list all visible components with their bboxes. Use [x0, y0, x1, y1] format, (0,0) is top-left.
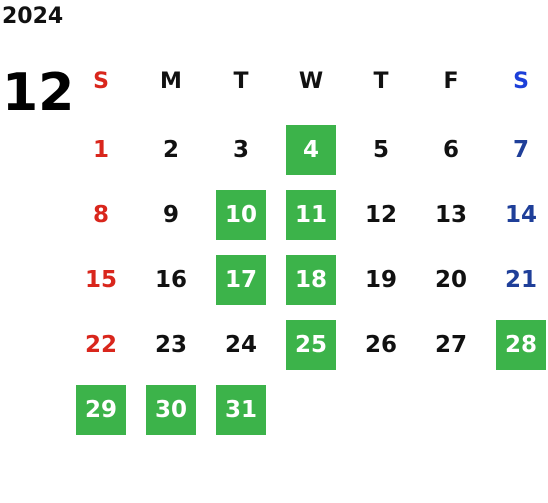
calendar-day-28[interactable]: 28	[496, 320, 546, 370]
calendar-day-23[interactable]: 23	[154, 332, 187, 358]
calendar-day-18[interactable]: 18	[286, 255, 336, 305]
calendar-day-22[interactable]: 22	[84, 332, 117, 358]
calendar-day-7[interactable]: 7	[512, 137, 529, 163]
weekday-header-sun: S	[93, 69, 109, 94]
calendar-day-29[interactable]: 29	[76, 385, 126, 435]
weekday-header-sat: S	[513, 69, 529, 94]
calendar-day-17[interactable]: 17	[216, 255, 266, 305]
calendar-day-2[interactable]: 2	[162, 137, 179, 163]
calendar-day-5[interactable]: 5	[372, 137, 389, 163]
calendar-day-9[interactable]: 9	[162, 202, 179, 228]
calendar-day-20[interactable]: 20	[434, 267, 467, 293]
calendar-day-6[interactable]: 6	[442, 137, 459, 163]
calendar-day-19[interactable]: 19	[364, 267, 397, 293]
weekday-header-tue: T	[233, 69, 249, 94]
calendar-day-11[interactable]: 11	[286, 190, 336, 240]
calendar-day-31[interactable]: 31	[216, 385, 266, 435]
calendar-day-26[interactable]: 26	[364, 332, 397, 358]
calendar-day-24[interactable]: 24	[224, 332, 257, 358]
calendar-day-13[interactable]: 13	[434, 202, 467, 228]
calendar-day-8[interactable]: 8	[92, 202, 109, 228]
calendar-day-3[interactable]: 3	[232, 137, 249, 163]
calendar-day-15[interactable]: 15	[84, 267, 117, 293]
calendar-day-21[interactable]: 21	[504, 267, 537, 293]
calendar-day-27[interactable]: 27	[434, 332, 467, 358]
weekday-header-thu: T	[373, 69, 389, 94]
weekday-header-fri: F	[443, 69, 459, 94]
calendar-day-4[interactable]: 4	[286, 125, 336, 175]
calendar-day-16[interactable]: 16	[154, 267, 187, 293]
month-label: 12	[2, 63, 75, 123]
calendar-day-1[interactable]: 1	[92, 137, 109, 163]
calendar-day-30[interactable]: 30	[146, 385, 196, 435]
calendar-day-10[interactable]: 10	[216, 190, 266, 240]
calendar-day-25[interactable]: 25	[286, 320, 336, 370]
weekday-header-wed: W	[298, 69, 324, 94]
weekday-header-mon: M	[160, 69, 182, 94]
calendar-day-12[interactable]: 12	[364, 202, 397, 228]
year-label: 2024	[2, 4, 64, 29]
calendar-day-14[interactable]: 14	[504, 202, 537, 228]
